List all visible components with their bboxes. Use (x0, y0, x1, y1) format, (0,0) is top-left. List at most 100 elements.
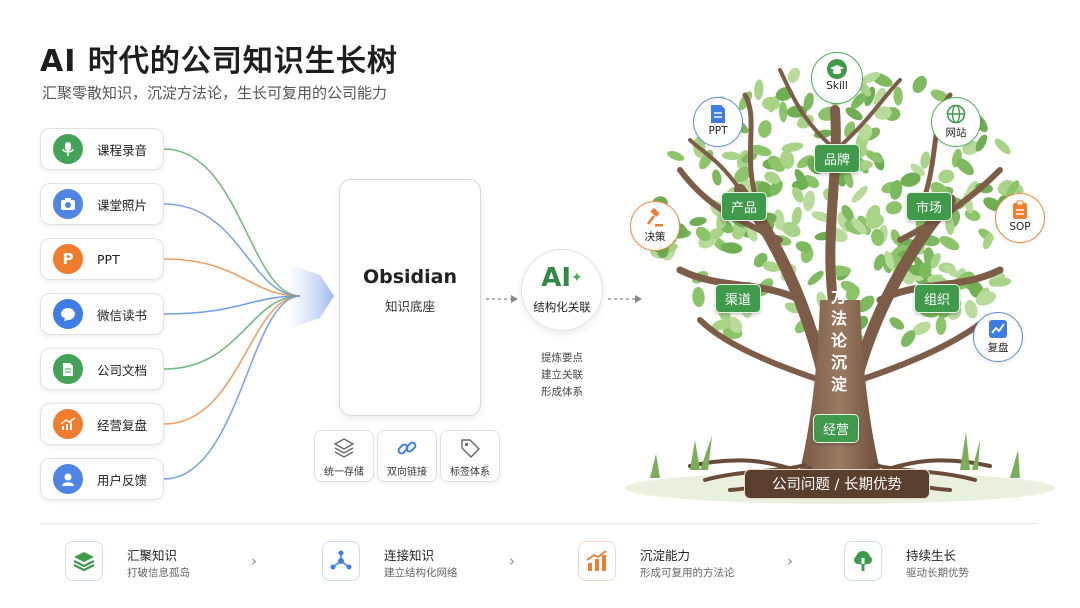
leaf (982, 232, 994, 250)
step-title: 持续生长 (906, 548, 957, 563)
source-connector (163, 258, 301, 297)
leaf (874, 106, 892, 120)
leaf (964, 300, 978, 319)
feature-label: 统一存储 (324, 467, 364, 478)
leaf (758, 120, 772, 138)
tag-icon (441, 437, 499, 459)
leaf (769, 179, 783, 196)
sign-operation: 经营 (813, 414, 860, 443)
step-desc: 形成可复用的方法论 (640, 567, 735, 579)
leaf (885, 201, 902, 215)
source-label: 课堂照片 (97, 197, 148, 213)
source-label: 课程录音 (97, 142, 148, 158)
graduation-cap-icon (812, 59, 862, 79)
leaf (864, 150, 884, 163)
tree-icon (844, 541, 882, 581)
source-connector (163, 295, 301, 425)
leaf (920, 151, 931, 169)
user-icon (53, 464, 83, 494)
bubble-sop: SOP (995, 193, 1045, 243)
leaf (781, 142, 804, 153)
bubble-label: 决策 (644, 231, 666, 243)
leaf (841, 205, 854, 222)
ai-text: AI (541, 263, 572, 293)
leaf (762, 261, 781, 272)
sign-channel: 渠道 (715, 284, 762, 313)
link-icon (378, 437, 436, 459)
leaf (721, 151, 741, 161)
leaf (692, 286, 705, 308)
feature-tags: 标签体系 (440, 430, 500, 482)
bubble-ppt: PPT (693, 97, 743, 147)
ai-label: 结构化关联 (533, 300, 591, 314)
source-label: 微信读书 (97, 307, 148, 323)
chevron-right-icon: › (509, 552, 515, 570)
leaf (956, 158, 974, 176)
feature-storage: 统一存储 (314, 430, 374, 482)
ppt-letter-icon: P (53, 244, 83, 274)
bubble-label: SOP (1009, 221, 1031, 233)
leaf (889, 317, 905, 330)
trunk-label: 方法论沉淀 (830, 287, 847, 394)
ai-note: 建立关联 (541, 369, 583, 381)
leaf (712, 319, 732, 331)
layers-icon (315, 437, 373, 459)
gavel-icon (631, 207, 679, 228)
chart-up-icon (974, 319, 1022, 339)
leaf (689, 217, 707, 226)
leaf (975, 291, 996, 306)
sign-product: 产品 (721, 192, 768, 221)
tree-base-label: 公司问题 / 长期优势 (744, 469, 930, 499)
source-label: 经营复盘 (97, 417, 148, 433)
source-connector (163, 148, 301, 297)
hub-subtitle: 知识底座 (384, 299, 435, 314)
leaf (975, 134, 988, 152)
leaf (845, 107, 863, 121)
leaf (844, 171, 854, 189)
leaf (851, 186, 868, 203)
leaf (667, 150, 685, 161)
leaf (871, 228, 885, 247)
leaf (893, 86, 903, 106)
leaf (938, 169, 955, 184)
sign-organization: 组织 (914, 284, 961, 313)
bubble-skill: Skill (811, 52, 863, 104)
step-title: 汇聚知识 (127, 548, 178, 563)
leaf (754, 79, 764, 100)
clipboard-icon (996, 200, 1044, 220)
source-label: PPT (97, 251, 120, 267)
source-item-recording: 课程录音 (40, 128, 164, 170)
page-title: AI 时代的公司知识生长树 (40, 44, 398, 79)
leaf (858, 123, 873, 141)
feature-backlinks: 双向链接 (377, 430, 437, 482)
leaf (734, 166, 752, 183)
step-title: 连接知识 (384, 548, 435, 563)
leaf (965, 180, 978, 197)
ai-node: AI✦ 结构化关联 (521, 249, 603, 331)
source-connector (163, 295, 301, 315)
sign-brand: 品牌 (814, 144, 861, 173)
bar-growth-icon (578, 541, 616, 581)
bubble-label: Skill (826, 80, 848, 92)
leaf (794, 169, 808, 188)
leaf (773, 209, 785, 230)
leaf (994, 138, 1011, 155)
leaf (791, 206, 802, 226)
ai-notes: 提炼要点 建立关联 形成体系 (530, 350, 594, 401)
leaf (866, 205, 881, 224)
leaf (695, 226, 711, 242)
source-connector (163, 203, 301, 297)
chevron-right-icon: › (251, 552, 257, 570)
source-connector (163, 295, 301, 370)
leaf (851, 218, 867, 235)
feature-label: 双向链接 (387, 467, 427, 478)
leaf (780, 150, 795, 169)
leaf (900, 172, 921, 187)
source-connector (163, 295, 301, 480)
divider (40, 523, 1038, 524)
leaf (850, 91, 868, 110)
step-title: 沉淀能力 (640, 548, 691, 563)
globe-icon (932, 104, 980, 124)
leaf (912, 75, 927, 93)
leaf (873, 254, 886, 271)
